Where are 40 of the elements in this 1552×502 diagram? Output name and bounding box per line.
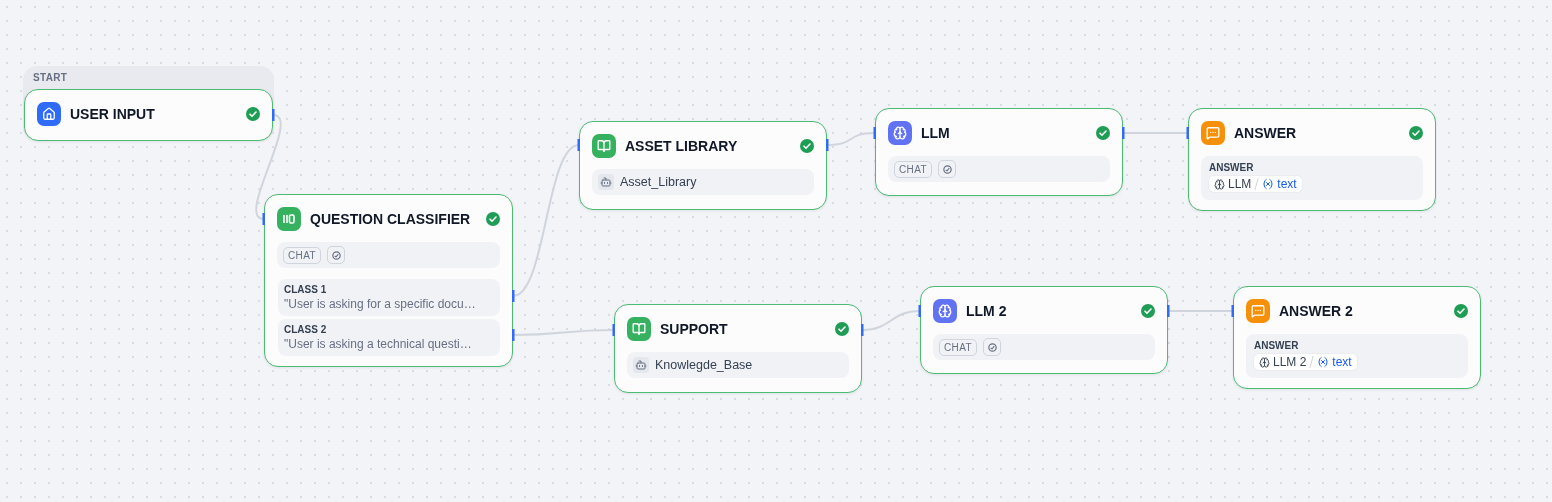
dataset-name: Knowlegde_Base (655, 358, 753, 372)
variable-name: text (1332, 355, 1352, 369)
mode-tag: CHAT (894, 160, 933, 178)
node-reference: LLM 2 (1273, 355, 1307, 369)
workflow-node (920, 286, 1168, 374)
start-group (23, 66, 274, 141)
node-title: LLM 2 (966, 303, 1008, 319)
class-title: CLASS 1 (284, 283, 328, 296)
connector (861, 310, 921, 331)
field-label: ANSWER (1209, 161, 1255, 174)
connector (512, 329, 615, 336)
workflow-node (875, 108, 1123, 196)
workflow-node (579, 121, 827, 210)
node-title: SUPPORT (660, 321, 729, 337)
node-title: ANSWER (1234, 125, 1298, 141)
field-label: ANSWER (1254, 339, 1300, 352)
dataset-name: Asset_Library (620, 175, 697, 189)
node-title: LLM (921, 125, 951, 141)
node-title: ASSET LIBRARY (625, 138, 739, 154)
workflow-node (614, 304, 862, 393)
class-description: "User is asking for a specific docu… (284, 296, 477, 312)
class-title: CLASS 2 (284, 323, 328, 336)
mode-tag: CHAT (283, 246, 322, 264)
workflow-node (24, 89, 273, 141)
connector (255, 114, 282, 220)
class-description: "User is asking a technical questi… (284, 336, 473, 352)
workflow-node (1188, 108, 1436, 211)
workflow-node (1233, 286, 1481, 389)
mode-tag: CHAT (939, 338, 978, 356)
group-label: START (33, 72, 68, 83)
connector (512, 144, 580, 297)
node-title: QUESTION CLASSIFIER (310, 211, 472, 227)
node-reference: LLM (1228, 177, 1252, 191)
workflow-node (264, 194, 513, 367)
connector (1122, 132, 1189, 134)
connector (826, 132, 876, 146)
variable-name: text (1277, 177, 1297, 191)
node-title: ANSWER 2 (1279, 303, 1354, 319)
connector (1167, 310, 1234, 312)
node-title: USER INPUT (70, 106, 156, 122)
